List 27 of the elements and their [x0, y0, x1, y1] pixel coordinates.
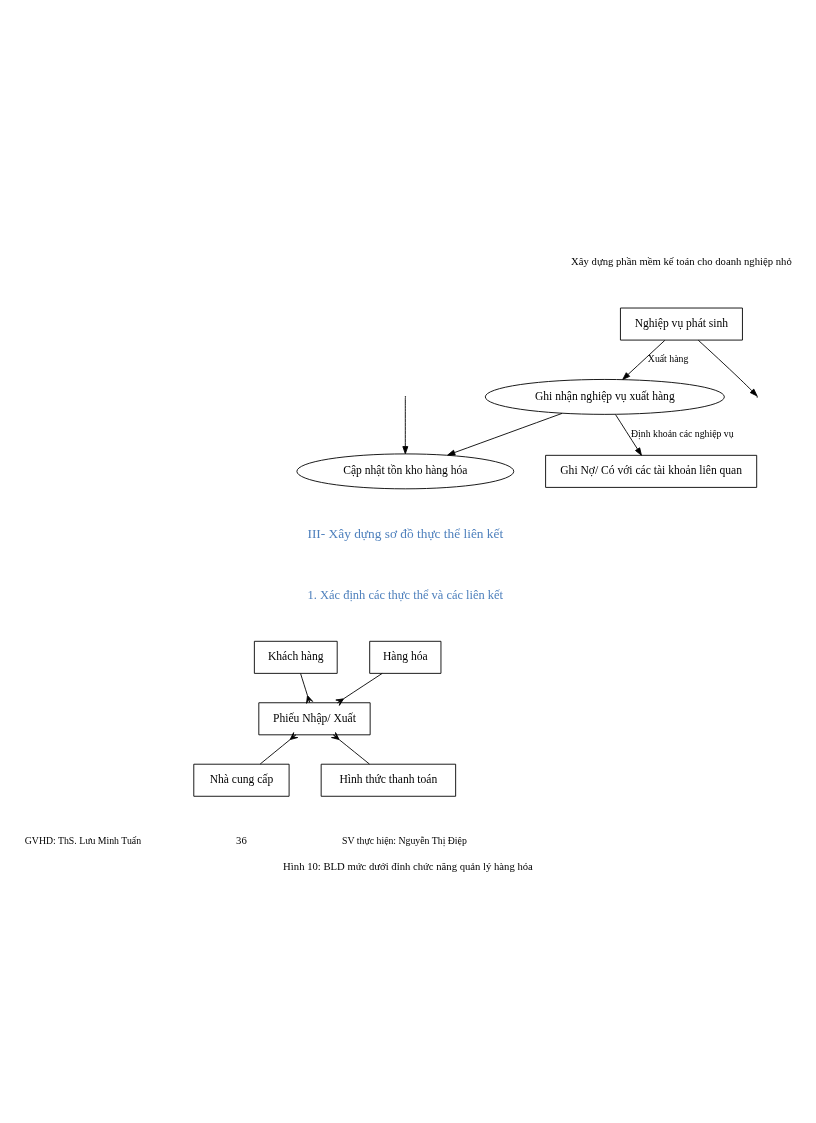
connector — [335, 673, 383, 706]
node-box: Khách hàng — [253, 640, 338, 674]
arrow — [622, 339, 666, 380]
node-box: Ghi Nợ/ Có với các tài khoản liên quan — [545, 454, 758, 488]
node-box: Hình thức thanh toán — [320, 763, 457, 797]
arrow — [697, 339, 758, 397]
arrow — [402, 397, 409, 455]
label: SV thực hiện: Nguyễn Thị Điệp — [342, 835, 467, 847]
node-box: Nghiệp vụ phát sinh — [619, 307, 743, 341]
label: III- Xây dựng sơ đồ thực thể liên kết — [307, 525, 504, 541]
node-ellipse: Cập nhật tồn kho hàng hóa — [296, 453, 515, 490]
node-box: Hàng hóa — [369, 640, 442, 674]
label: Xây dựng phần mềm kế toán cho doanh nghiệp nhỏ — [571, 255, 792, 268]
connector — [300, 673, 314, 704]
node-box: Phiếu Nhập/ Xuất — [258, 702, 371, 736]
edge-label: Xuất hàng — [647, 353, 689, 365]
node-ellipse: Ghi nhận nghiệp vụ xuất hàng — [484, 379, 725, 415]
arrow — [615, 414, 642, 456]
label: 36 — [236, 834, 247, 847]
edge-label: Định khoản các nghiệp vụ — [630, 427, 734, 439]
arrow — [447, 412, 563, 456]
connector — [331, 732, 370, 765]
label: GVHD: ThS. Lưu Minh Tuấn — [24, 835, 142, 847]
caption: Hình 10: BLD mức dưới đỉnh chức năng quản lý hàng hóa — [283, 859, 533, 872]
label: 1. Xác định các thực thể và các liên kết — [307, 588, 504, 603]
connector — [259, 732, 299, 765]
node-box: Nhà cung cấp — [193, 763, 290, 797]
